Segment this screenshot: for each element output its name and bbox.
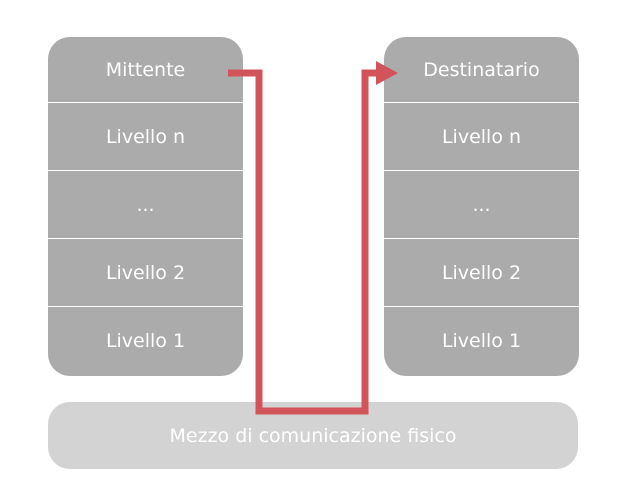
data-flow-path [228,69,378,415]
sender-layer-2: Livello 2 [48,239,243,307]
receiver-stack: Destinatario Livello n ... Livello 2 Liv… [384,37,579,376]
receiver-layer-n: Livello n [384,103,579,171]
sender-layer-top: Mittente [48,37,243,103]
receiver-layer-2: Livello 2 [384,239,579,307]
receiver-layer-top: Destinatario [384,37,579,103]
receiver-layer-1: Livello 1 [441,330,522,352]
physical-medium-label: Mezzo di comunicazione fisico [169,424,457,447]
sender-stack: Mittente Livello n ... Livello 2 Livello… [48,37,243,376]
sender-layer-1: Livello 1 [105,330,186,352]
receiver-layer-ellipsis: ... [384,171,579,239]
sender-layer-ellipsis: ... [48,171,243,239]
sender-layer-n: Livello n [48,103,243,171]
data-flow-arrowhead-icon [376,61,398,85]
